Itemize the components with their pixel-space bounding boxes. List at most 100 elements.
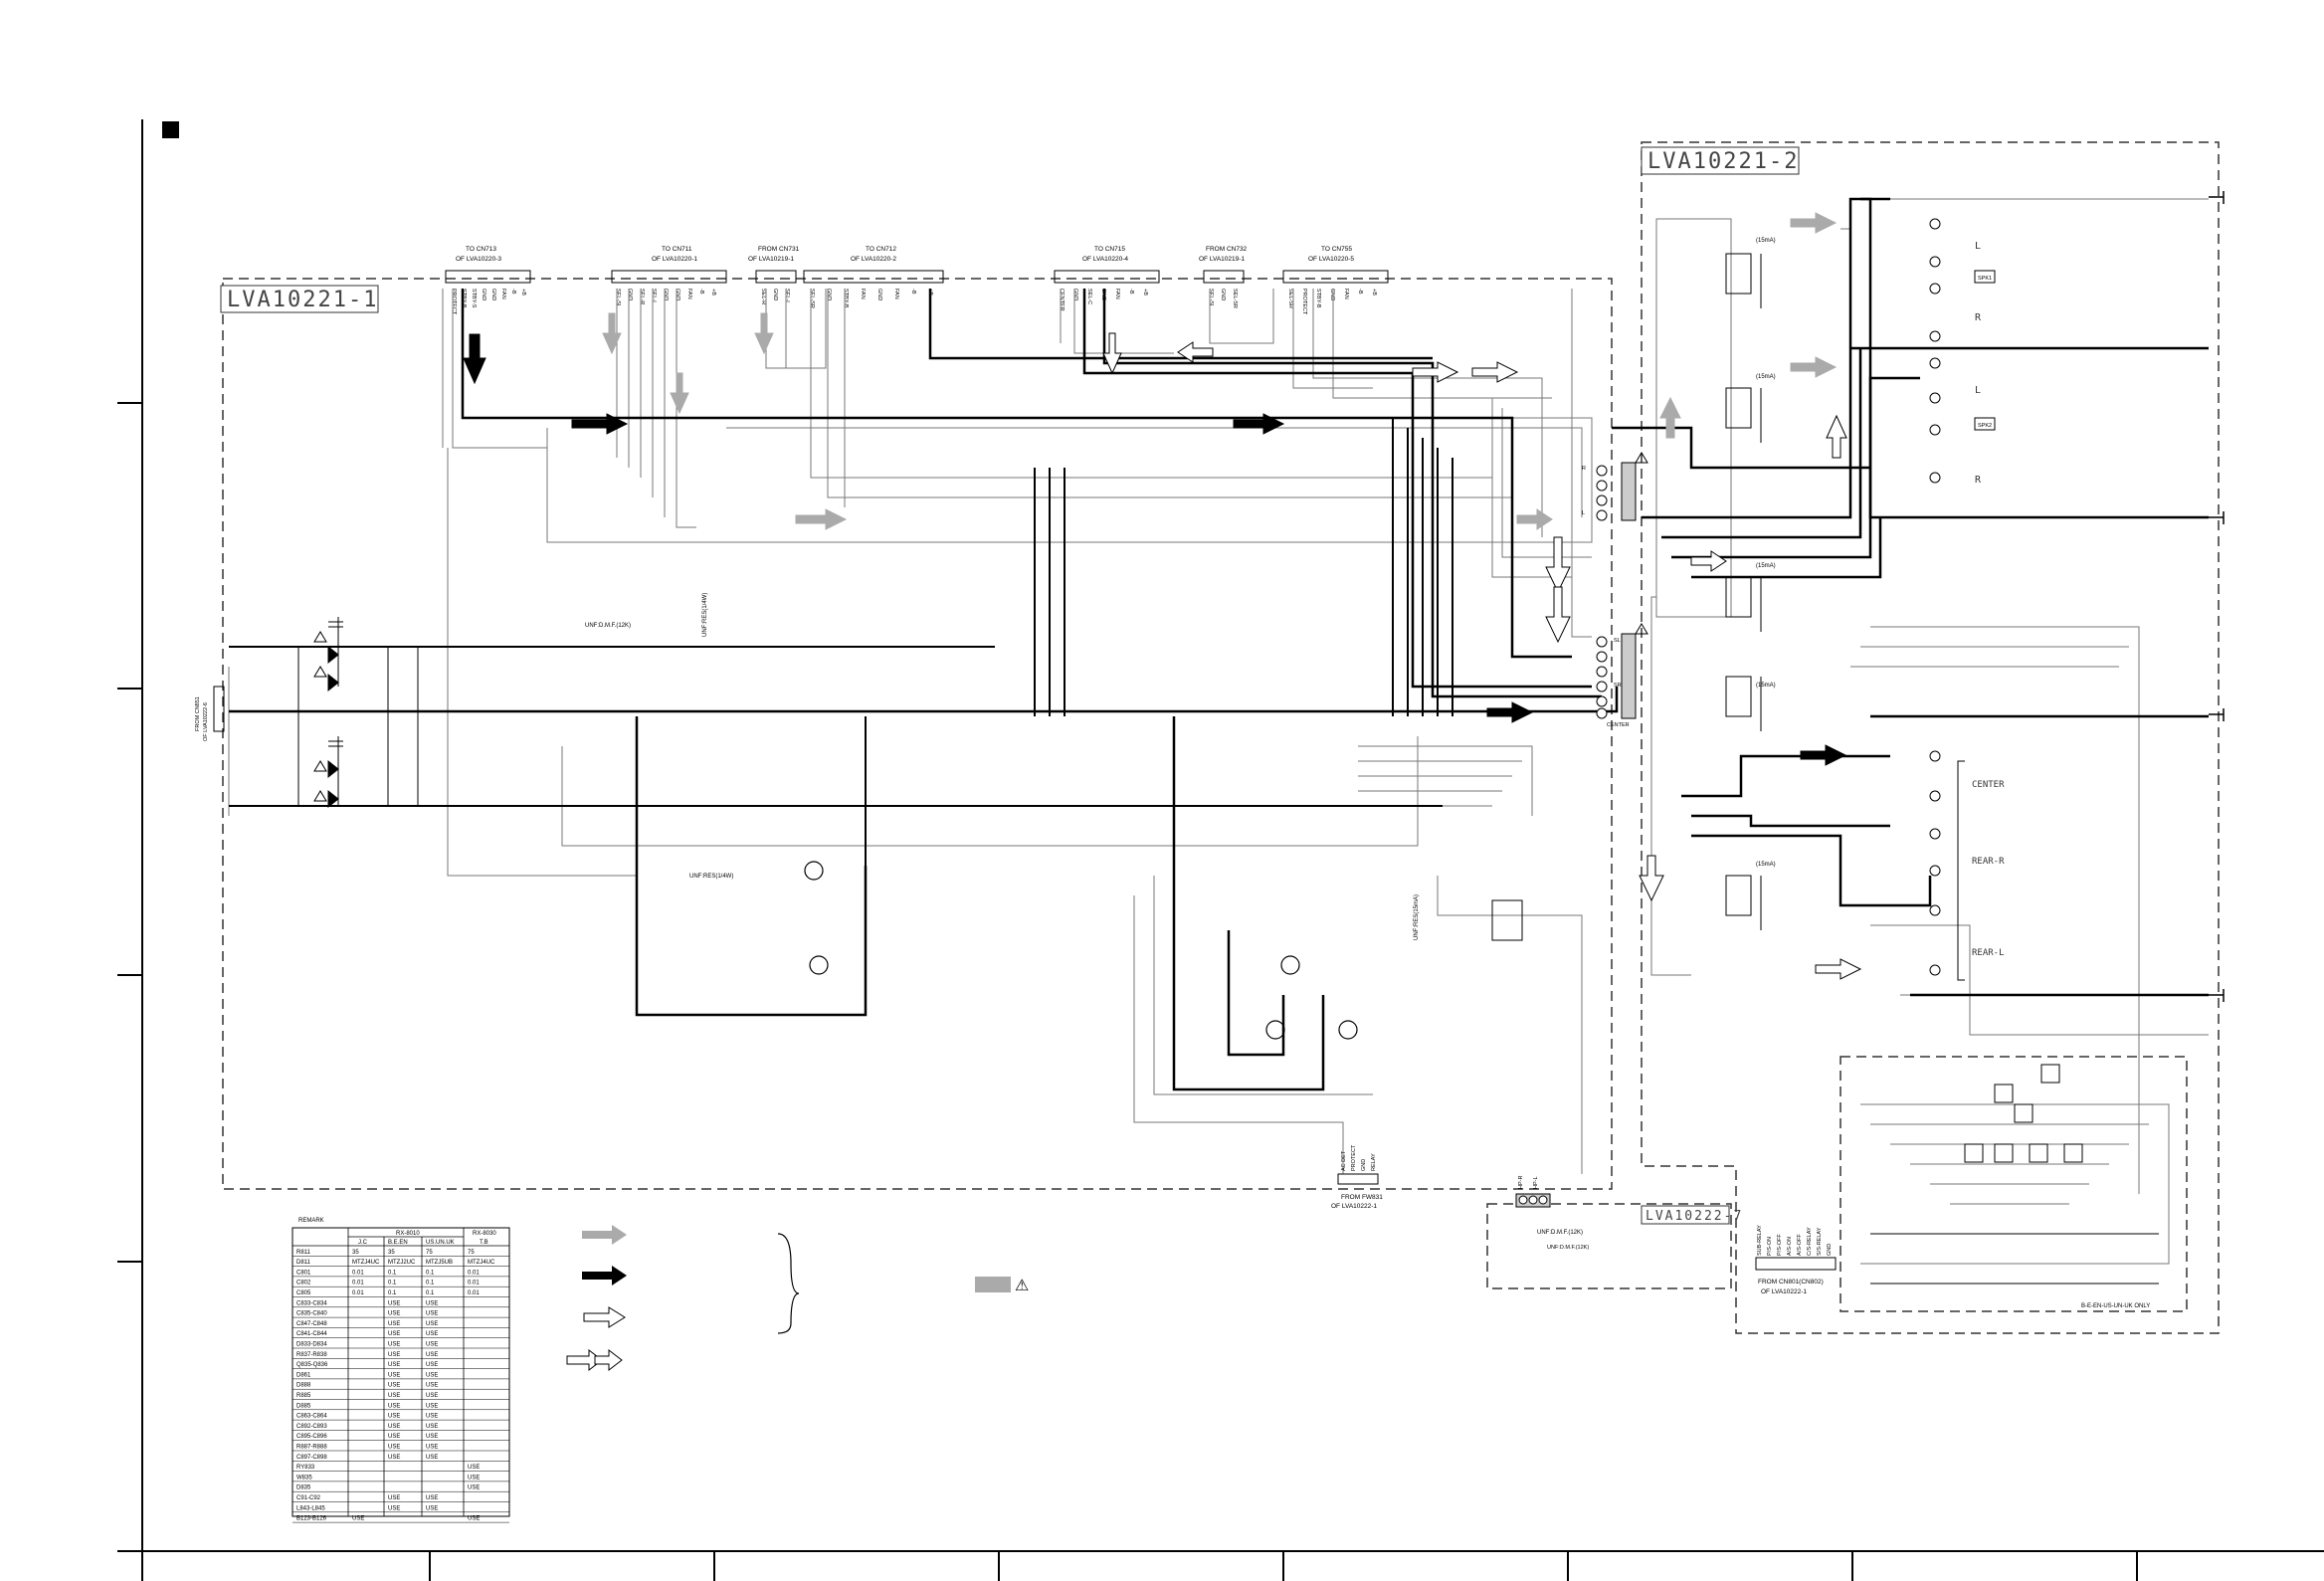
table-cell: 0.01 (352, 1290, 364, 1296)
svg-text:OF LVA10222-1: OF LVA10222-1 (1331, 1203, 1377, 1210)
svg-text:REAR-R: REAR-R (1972, 857, 2005, 867)
svg-text:STBY-B: STBY-B (1315, 289, 1321, 308)
table-row-part: R885 (296, 1393, 311, 1399)
svg-text:PROTECT: PROTECT (1301, 289, 1307, 315)
table-cell: MTZJ5UB (426, 1260, 453, 1266)
legend-arrow-double-outline (566, 1348, 623, 1372)
table-row-part: C892-C893 (296, 1424, 327, 1430)
table-row-part: Q835-Q836 (296, 1362, 328, 1368)
svg-text:GND: GND (1827, 1244, 1833, 1256)
svg-text:FAN: FAN (500, 289, 506, 299)
table-cell: USE (388, 1505, 400, 1511)
svg-text:HP-R: HP-R (1518, 1176, 1524, 1189)
table-cell: USE (468, 1465, 480, 1471)
table-cell: USE (426, 1300, 438, 1306)
table-cell: USE (426, 1445, 438, 1451)
svg-text:FROM FW831: FROM FW831 (1341, 1194, 1383, 1201)
svg-text:GND: GND (490, 289, 496, 300)
wiring-thick (229, 197, 2209, 1091)
legend-arrow-outline (583, 1306, 626, 1328)
table-cell: USE (426, 1424, 438, 1430)
svg-text:GND: GND (772, 289, 778, 300)
legend-arrow-black (582, 1266, 627, 1285)
svg-text:-B: -B (698, 289, 704, 295)
svg-text:SEL-C: SEL-C (1086, 289, 1092, 304)
svg-text:CENTER: CENTER (1059, 289, 1065, 311)
table-cell: USE (426, 1321, 438, 1327)
svg-text:+B: +B (520, 289, 526, 296)
svg-text:-B: -B (510, 289, 516, 295)
table-row-part: R837-R838 (296, 1352, 327, 1358)
svg-text:REAR-L: REAR-L (1972, 948, 2005, 958)
speaker-labels: L SPK1 R L SPK2 R (1974, 241, 1996, 486)
table-cell: USE (388, 1414, 400, 1420)
svg-text:SEL-R: SEL-R (639, 289, 645, 304)
bottom-right-connector: FROM CN801(CN802) OF LVA10222-1 (1755, 1257, 1837, 1295)
svg-text:US.UN.UK: US.UN.UK (426, 1240, 455, 1246)
svg-text:(15mA): (15mA) (1756, 238, 1776, 244)
table-cell: USE (426, 1331, 438, 1337)
legend-warning-symbol: ⚠ (1015, 1276, 1029, 1294)
svg-text:LVA10221-1: LVA10221-1 (227, 288, 378, 312)
table-cell: 0.1 (388, 1281, 397, 1286)
connector-cn715: TO CN715 OF LVA10220-4 (1054, 246, 1160, 284)
table-cell: USE (426, 1393, 438, 1399)
region-note: B-E-EN-US-UN-UK ONLY (2081, 1303, 2150, 1309)
svg-text:OF LVA10222-1: OF LVA10222-1 (1761, 1288, 1807, 1295)
table-row-part: C801 (296, 1270, 311, 1276)
svg-text:GND: GND (663, 289, 669, 300)
table-row-part: D888 (296, 1383, 311, 1389)
svg-text:-B: -B (1357, 289, 1363, 295)
svg-text:RX-8010: RX-8010 (396, 1231, 420, 1237)
svg-text:R: R (1582, 466, 1586, 472)
table-cell: USE (426, 1495, 438, 1501)
connector-cn732: FROM CN732 OF LVA10219-1 (1199, 246, 1248, 284)
svg-text:FROM CN851: FROM CN851 (195, 696, 201, 731)
remark-table: REMARK RX-8010 RX-8030 J.C B.E.EN US.UN.… (291, 1218, 510, 1523)
svg-text:SEL-L: SEL-L (651, 289, 657, 303)
table-row-part: R811 (296, 1250, 311, 1256)
table-cell: USE (426, 1352, 438, 1358)
table-cell: USE (388, 1311, 400, 1317)
table-cell: USE (388, 1321, 400, 1327)
transistors (804, 861, 1358, 1040)
svg-text:UNF:RES(1/4W): UNF:RES(1/4W) (702, 593, 708, 637)
svg-text:GND: GND (675, 289, 680, 300)
svg-text:STBY-B: STBY-B (843, 289, 849, 308)
svg-text:GND: GND (1220, 289, 1226, 300)
svg-text:-B: -B (1128, 289, 1134, 295)
svg-text:SEL-L: SEL-L (784, 289, 790, 303)
svg-text:R: R (1975, 475, 1982, 486)
svg-text:SEL-SR: SEL-SR (1232, 289, 1238, 308)
table-row-part: D885 (296, 1403, 311, 1409)
svg-text:CENTER: CENTER (1607, 722, 1630, 728)
table-row-part: D835 (296, 1485, 311, 1491)
svg-text:PROTECT: PROTECT (451, 289, 457, 315)
connector-cn755: TO CN755 OF LVA10220-5 (1282, 246, 1389, 284)
legend-arrows-in-circuit (463, 212, 1862, 980)
table-cell: USE (388, 1362, 400, 1368)
svg-text:FAN: FAN (893, 289, 899, 299)
table-cell: 75 (468, 1250, 475, 1256)
svg-text:+B: +B (1142, 289, 1148, 296)
svg-text:TO CN715: TO CN715 (1094, 246, 1125, 253)
table-cell: MTZJ4UC (468, 1260, 495, 1266)
table-cell: 0.1 (388, 1290, 397, 1296)
pin-labels-cn731: SEL-R GND SEL-L (760, 289, 790, 304)
table-cell: USE (426, 1403, 438, 1409)
svg-text:TO CN712: TO CN712 (866, 246, 896, 253)
table-cell: 0.1 (426, 1281, 435, 1286)
svg-text:OF LVA10220-4: OF LVA10220-4 (1082, 256, 1128, 263)
table-cell: USE (352, 1516, 364, 1522)
table-row-part: C895-C896 (296, 1434, 327, 1440)
legend-gray-swatch (975, 1277, 1011, 1292)
table-cell: USE (388, 1455, 400, 1461)
svg-text:FAN: FAN (860, 289, 866, 299)
table-cell: USE (388, 1383, 400, 1389)
terminal-block-bottom (1596, 633, 1637, 719)
diode-bridges (297, 617, 419, 809)
svg-text:(15mA): (15mA) (1756, 683, 1776, 689)
svg-text:B.E.EN: B.E.EN (388, 1240, 408, 1246)
table-cell: MTZJ2UC (388, 1260, 416, 1266)
svg-text:SR: SR (1614, 683, 1622, 689)
